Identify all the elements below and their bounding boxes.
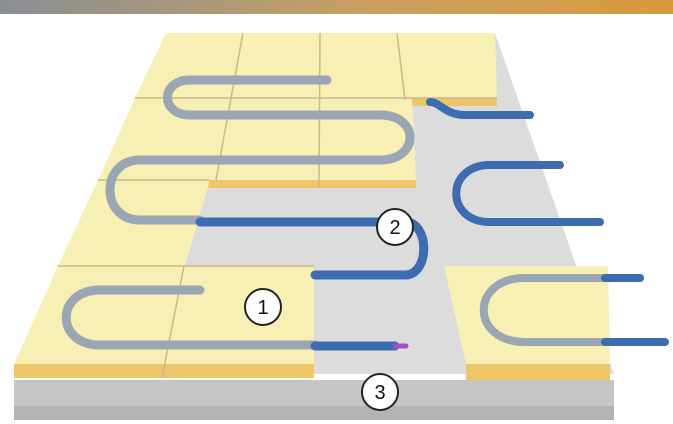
callout-2: 2 [377, 209, 413, 245]
callout-2-label: 2 [389, 217, 400, 239]
callout-3: 3 [362, 374, 398, 410]
callout-3-label: 3 [374, 382, 385, 404]
background-strip [0, 0, 673, 14]
base-slab [14, 380, 614, 420]
callout-1-label: 1 [257, 297, 268, 319]
callout-1: 1 [245, 289, 281, 325]
